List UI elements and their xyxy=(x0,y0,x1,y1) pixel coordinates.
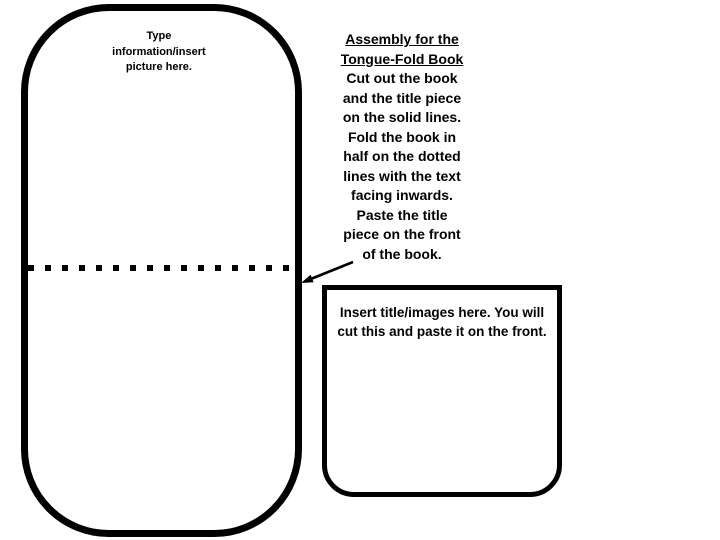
fold-arrow-icon xyxy=(301,260,354,283)
fold-dotted-line xyxy=(28,265,295,271)
